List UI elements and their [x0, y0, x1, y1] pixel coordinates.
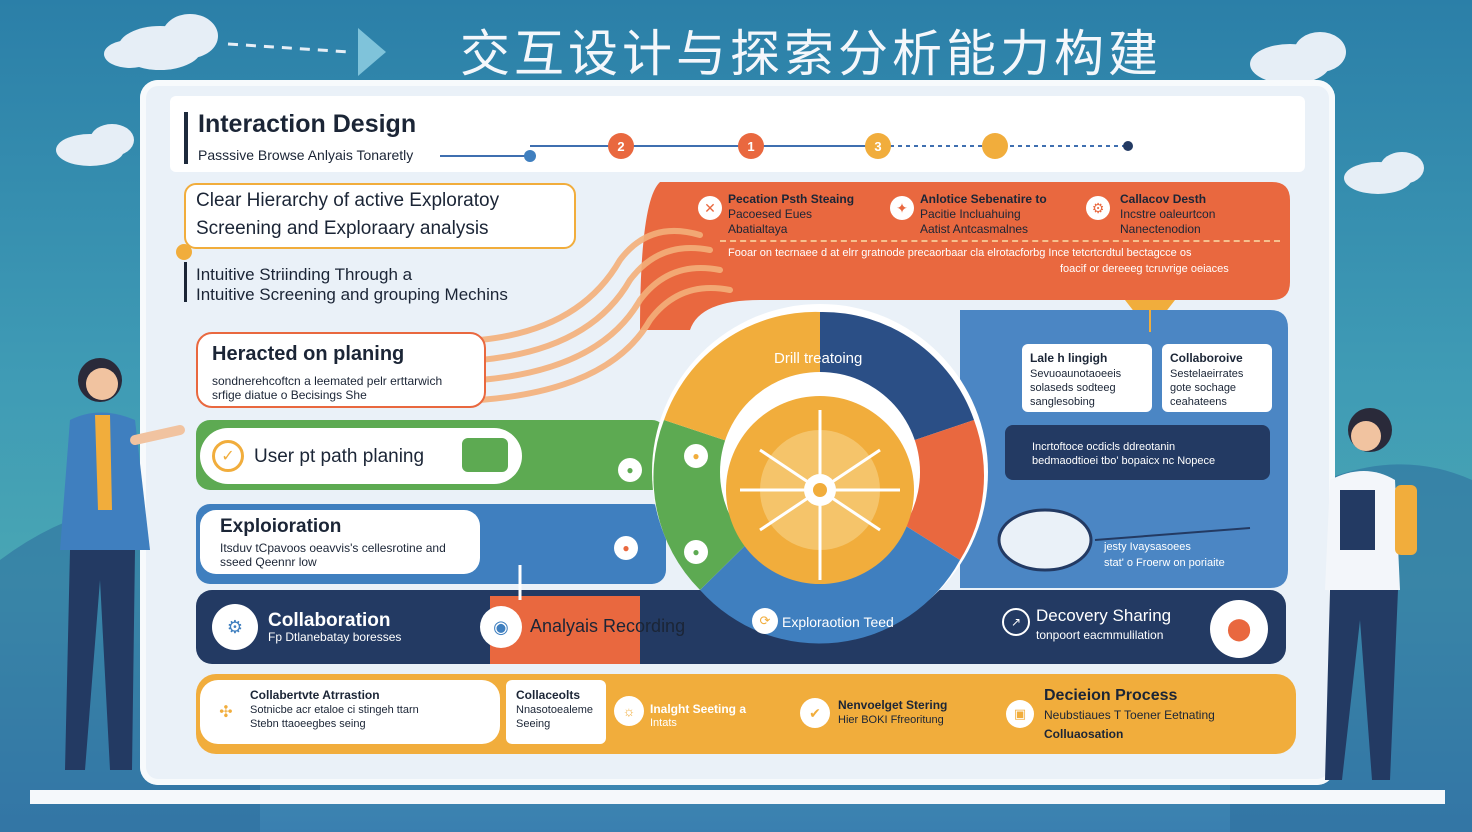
planing-desc-2: srfige diatue o Becisings She: [212, 388, 367, 402]
discovery-title: Decovery Sharing: [1036, 606, 1172, 625]
orange-item-title: Anlotice Sebenatire to: [920, 192, 1047, 206]
decision-sub-2: Colluaosation: [1044, 727, 1124, 741]
exploration-desc-1: Itsduv tCpavoos oeavvis's cellesrotine a…: [220, 541, 446, 555]
collaboration-subtitle: Fp Dtlanebatay boresses: [268, 630, 402, 644]
node-icon: ●: [684, 444, 708, 468]
planing-card: [196, 332, 486, 408]
info-card-title: Lale h lingigh: [1030, 351, 1108, 365]
collaceolts-desc-2: Seeing: [516, 718, 551, 730]
collab-attraction-desc-1: Sotnicbe acr etaloe ci stingeh ttarn: [250, 704, 419, 716]
presenter-left-illustration: [60, 358, 185, 770]
team-icon: ⚙: [212, 604, 258, 650]
check-icon: ✓: [212, 440, 244, 472]
collab-attraction-title: Collabertvte Atrrastion: [250, 688, 380, 702]
dark-note-1: Incrtoftoce ocdicls ddreotanin: [1032, 441, 1176, 453]
orange-item-title: Pecation Psth Steaing: [728, 192, 855, 206]
orange-item-title: Callacov Desth: [1120, 192, 1207, 206]
stat-line-1: jesty Ivaysasoees: [1104, 541, 1191, 553]
pills-icon: ⬤: [1210, 600, 1268, 658]
step-badge: 3: [865, 133, 891, 159]
info-card-line: ceahateens: [1170, 396, 1227, 408]
lightbulb-icon: ☼: [614, 696, 644, 726]
orange-item-sub: Incstre oaleurtcon Nanectenodion: [1120, 207, 1216, 236]
decision-title: Decieion Process: [1044, 687, 1178, 704]
dark-note-2: bedmaodtioei tbo' bopaicx nc Nopece: [1032, 455, 1216, 467]
info-card-line: Sevuoaunotaoeeis: [1030, 368, 1122, 380]
tool-icon: ✦: [890, 196, 914, 220]
page-title: 交互设计与探索分析能力构建: [460, 25, 1162, 83]
insight-title: Inalght Seeting a: [650, 702, 747, 716]
header-panel: [170, 96, 1305, 172]
presenter-right-illustration: [1325, 408, 1417, 780]
map-icon: [462, 438, 508, 472]
record-icon: ◉: [480, 606, 522, 648]
orange-divider: [720, 240, 1280, 243]
info-card-line: Sestelaeirrates: [1170, 368, 1244, 380]
header-title: Interaction Design: [198, 110, 417, 138]
collab-attraction-desc-2: Stebn ttaoeegbes seing: [250, 718, 366, 730]
step-badge: 1: [738, 133, 764, 159]
hierarchy-subtitle: Screening and Exploraary analysis: [196, 218, 489, 239]
knowledge-title: Nenvoelget Stering: [838, 698, 948, 712]
info-card: [1162, 344, 1272, 412]
analysis-recording-label: Analyais Recording: [530, 616, 686, 636]
orange-item-sub: Pacitie Incluahuing Aatist Antcasmalnes: [920, 207, 1029, 236]
hierarchy-title: Clear Hierarchy of active Exploratoy: [196, 190, 500, 211]
decision-icon: ▣: [1006, 700, 1034, 728]
book-icon: ✔: [800, 698, 830, 728]
share-icon: ↗: [1002, 608, 1030, 636]
path-planing-label: User pt path planing: [254, 446, 425, 467]
orange-note-1: Fooar on tecrnaee d at elrr gratnode pre…: [728, 247, 1192, 259]
exploration-desc-2: sseed Qeennr low: [220, 555, 317, 569]
info-card-line: solaseds sodteeg: [1030, 382, 1116, 394]
planing-desc-1: sondnerehcoftcn a leemated pelr erttarwi…: [212, 374, 443, 388]
step-badge: [982, 133, 1008, 159]
intuitive-accent-bar: [184, 262, 187, 302]
info-card-title: Collaboroive: [1170, 351, 1243, 365]
cycle-icon: ⟳: [752, 608, 778, 634]
compass-icon: ✕: [698, 196, 722, 220]
stat-line-2: stat' o Froerw on poriaite: [1104, 557, 1225, 569]
node-icon: ●: [614, 536, 638, 560]
info-card: [1022, 344, 1152, 412]
circle-bottom-label: Exploraotion Teed: [782, 614, 894, 630]
node-icon: ●: [618, 458, 642, 482]
gear-icon: ⚙: [1086, 196, 1110, 220]
bullet-dot: [176, 244, 192, 260]
node-icon: ●: [684, 540, 708, 564]
discovery-subtitle: tonpoort eacmmulilation: [1036, 628, 1164, 642]
collaboration-title: Collaboration: [268, 610, 391, 631]
collaceolts-desc-1: Nnasotoealeme: [516, 704, 594, 716]
header-accent-bar: [184, 112, 188, 164]
intuitive-line-2: Intuitive Screening and grouping Mechins: [196, 285, 508, 304]
info-card-line: gote sochage: [1170, 382, 1237, 394]
puzzle-icon: ✣: [208, 694, 244, 730]
collaceolts-card: [506, 680, 606, 744]
info-card-line: sanglesobing: [1030, 396, 1095, 408]
intuitive-line-1: Intuitive Striinding Through a: [196, 265, 413, 284]
collaceolts-title: Collaceolts: [516, 688, 581, 702]
circle-top-label: Drill treatoing: [774, 350, 863, 367]
orange-note-2: foacif or dereeeg tcruvrige oeiaces: [1060, 263, 1229, 275]
hierarchy-card: [184, 183, 576, 249]
orange-item-sub: Pacoesed Eues Abatialtaya: [728, 207, 813, 236]
collab-attraction-card: [200, 680, 500, 744]
planing-title: Heracted on planing: [212, 343, 405, 365]
step-badge: 2: [608, 133, 634, 159]
exploration-title: Exploioration: [220, 516, 342, 537]
knowledge-sub: Hier BOKI Ffreoritung: [838, 714, 944, 726]
header-timeline: [440, 141, 1133, 162]
insight-sub: Intats: [650, 717, 677, 729]
header-subtitle: Passsive Browse Anlyais Tonaretly: [198, 147, 414, 163]
exploration-card: [200, 510, 480, 574]
decision-sub: Neubstiaues T Toener Eetnating: [1044, 708, 1215, 722]
